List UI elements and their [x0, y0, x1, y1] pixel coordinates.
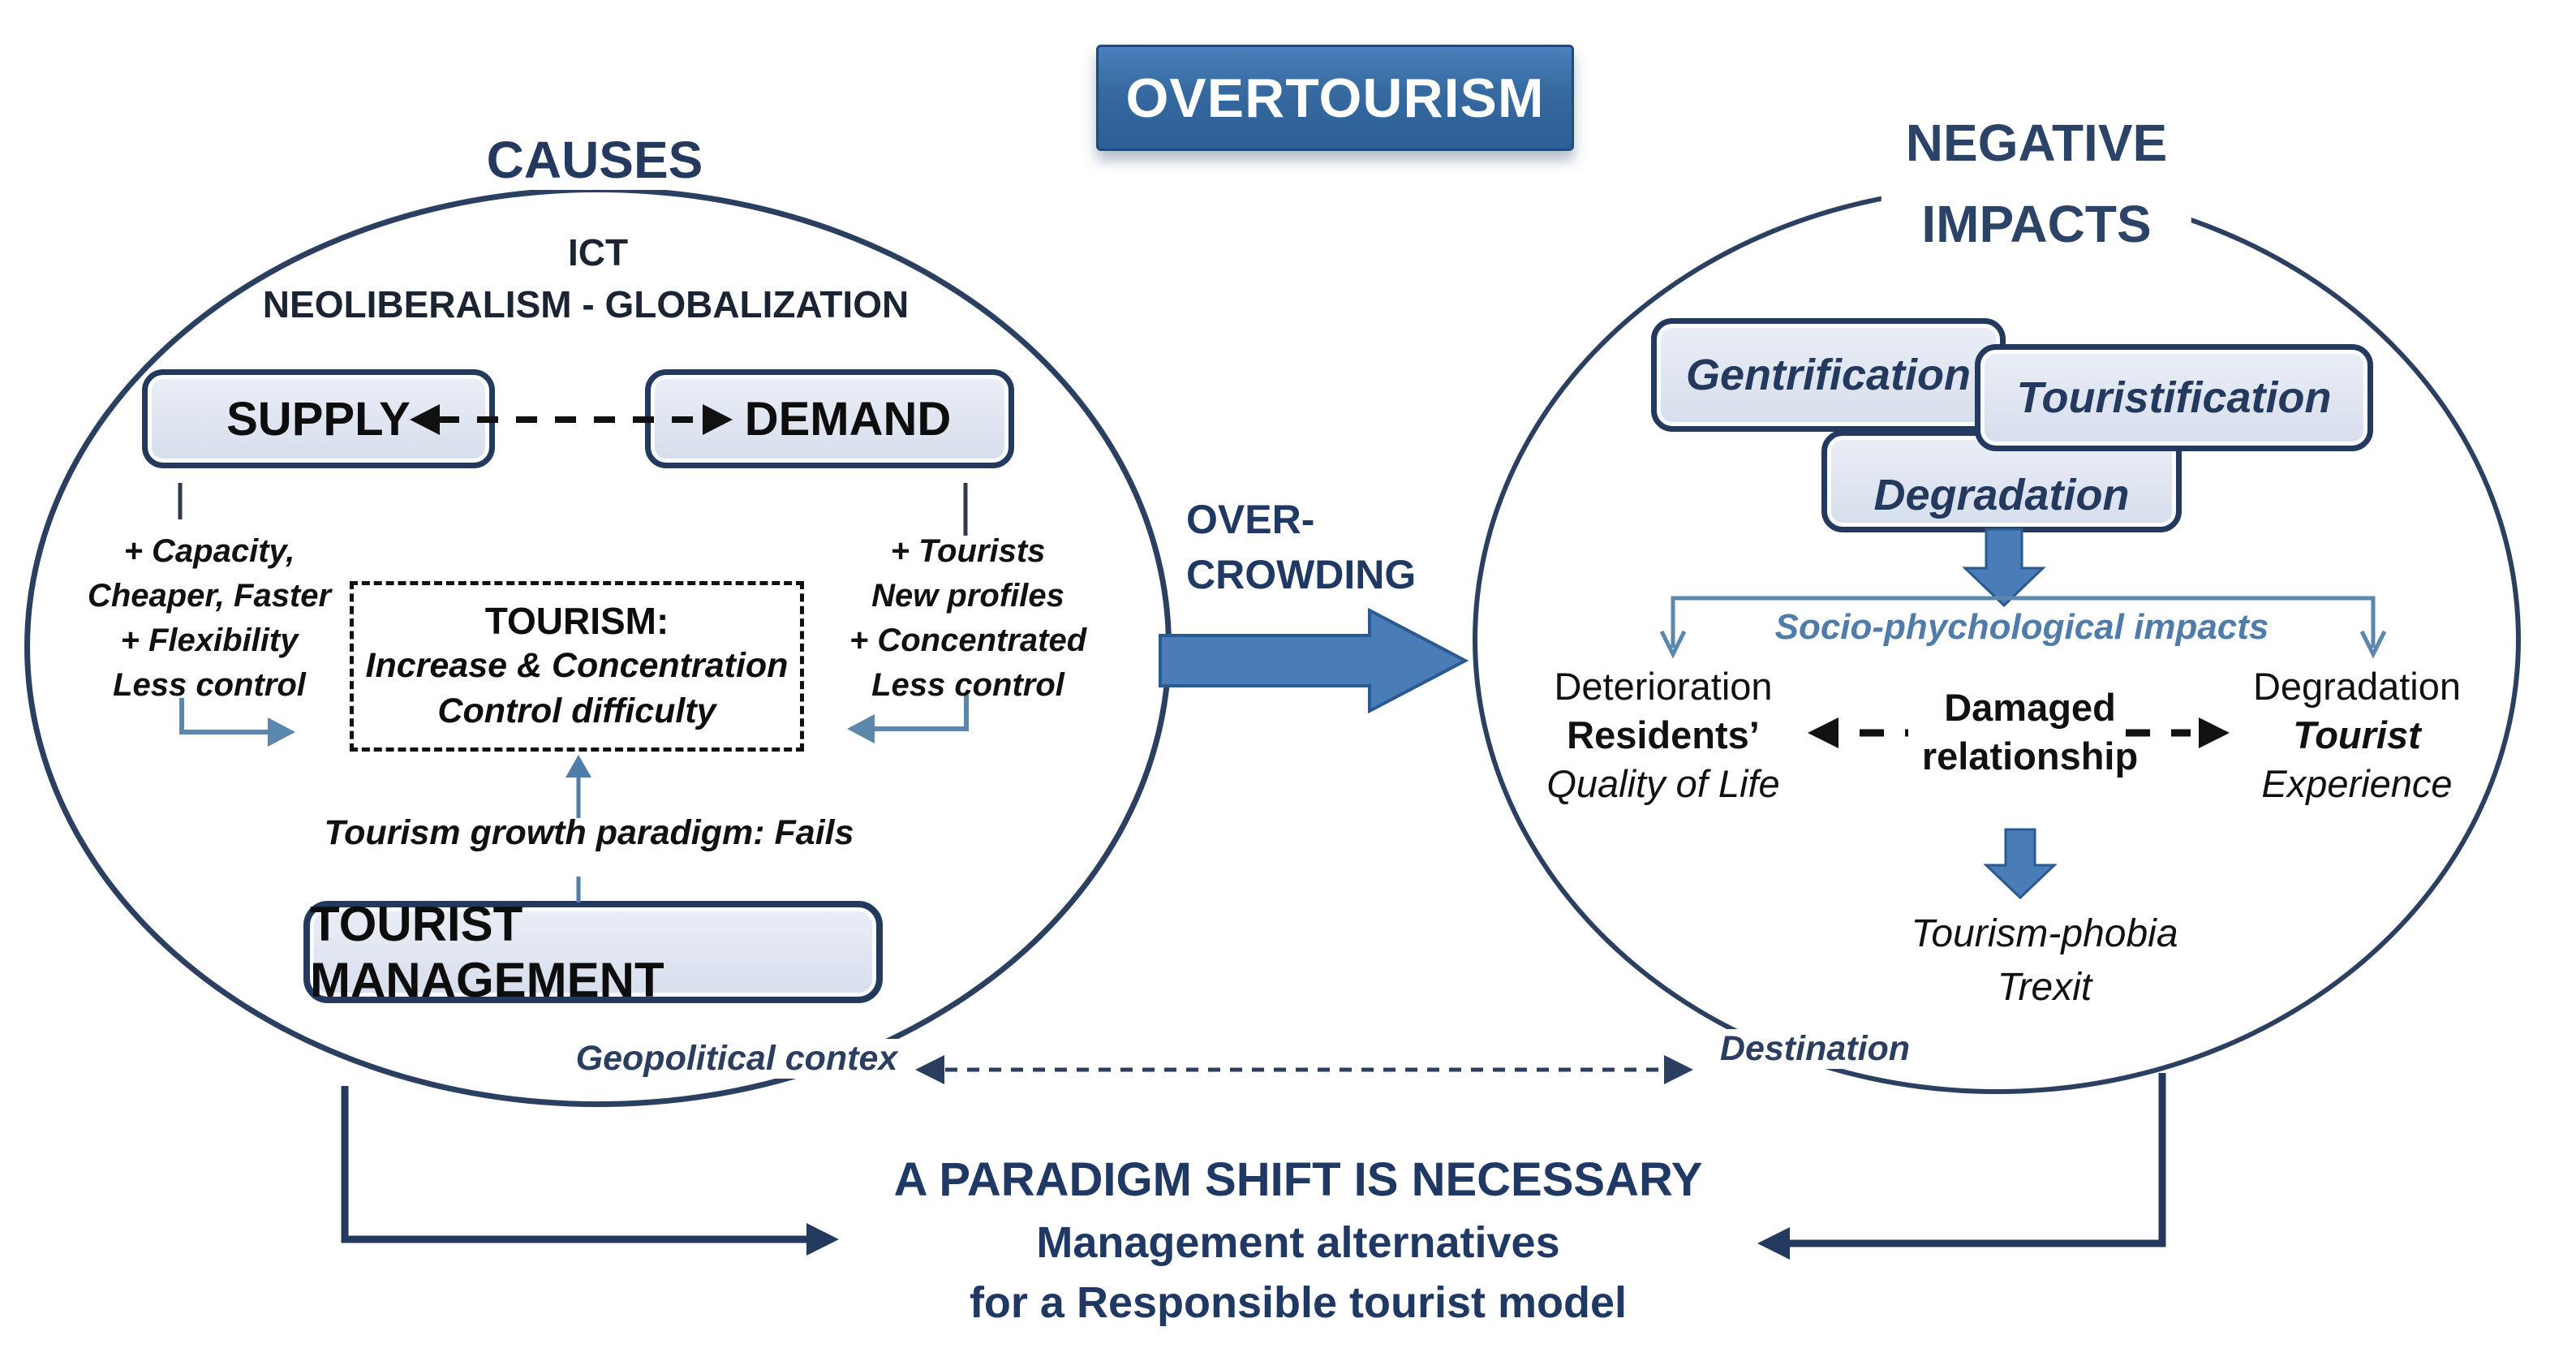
demand-note-line: + Concentrated [849, 623, 1087, 658]
supply-box: SUPPLY [142, 369, 495, 468]
tourist-experience-block: Degradation Tourist Experience [2253, 662, 2461, 808]
phobia-line1: Tourism-phobia [1911, 912, 2178, 955]
impacts-to-conclusion-connector [1757, 1073, 2166, 1260]
overcrowding-arrow [1159, 607, 1469, 714]
residents-impact-block: Deterioration Residents’ Quality of Life [1546, 662, 1779, 808]
damaged-relationship-block: Damaged relationship [1922, 683, 2138, 781]
supply-note-line: + Capacity, [123, 533, 295, 569]
demand-note-line: New profiles [871, 578, 1064, 614]
tourist-management-label: TOURIST MANAGEMENT [310, 897, 664, 1007]
tourism-dashed-box: TOURISM: Increase & Concentration Contro… [350, 581, 804, 752]
geopolitical-context-label: Geopolitical contex [562, 1039, 911, 1079]
degradation-box-label: Degradation [1873, 471, 2130, 519]
destination-label: Destination [1706, 1029, 1924, 1069]
overtourism-banner: OVERTOURISM [1096, 45, 1574, 151]
supply-notes: + Capacity, Cheaper, Faster + Flexibilit… [88, 529, 331, 708]
tourist-line3: Experience [2261, 762, 2453, 805]
touristification-box: Touristification [1975, 344, 2373, 451]
phobia-line2: Trexit [1997, 966, 2092, 1009]
supply-label: SUPPLY [226, 392, 411, 446]
tourist-management-box: TOURIST MANAGEMENT [303, 897, 883, 1007]
residents-line1: Deterioration [1554, 665, 1773, 708]
tourism-box-line: Control difficulty [437, 691, 716, 730]
tourist-line2: Tourist [2293, 713, 2421, 756]
ict-label: ICT [567, 231, 629, 274]
residents-line2: Residents’ [1567, 713, 1760, 756]
tourism-box-line: Increase & Concentration [365, 646, 789, 685]
management-alternatives-line: Management alternatives [1036, 1218, 1560, 1267]
paradigm-fails-label: Tourism growth paradigm: Fails [324, 813, 854, 852]
overtourism-title: OVERTOURISM [1125, 67, 1545, 129]
overcrowding-label: OVER- CROWDING [1186, 492, 1416, 602]
relationship-line2: relationship [1921, 735, 2139, 778]
demand-note-line: Less control [871, 667, 1064, 703]
demand-notes: + Tourists New profiles + Concentrated L… [849, 529, 1086, 708]
residents-line3: Quality of Life [1546, 762, 1780, 805]
causes-title: CAUSES [463, 130, 726, 190]
socio-psychological-label: Socio-phychological impacts [1774, 607, 2269, 647]
causes-to-conclusion-connector [341, 1086, 839, 1256]
negative-impacts-title: NEGATIVE IMPACTS [1881, 102, 2192, 265]
context-destination-dashed-arrow [915, 1055, 1693, 1084]
supply-note-line: Cheaper, Faster [87, 578, 332, 614]
touristification-box-label: Touristification [2016, 373, 2332, 422]
overcrowding-line2: CROWDING [1186, 552, 1417, 597]
overcrowding-line1: OVER- [1186, 497, 1315, 542]
tourism-phobia-block: Tourism-phobia Trexit [1911, 907, 2178, 1015]
tourist-line1: Degradation [2252, 665, 2462, 708]
relationship-line1: Damaged [1944, 686, 2116, 729]
neoliberalism-globalization-label: NEOLIBERALISM - GLOBALIZATION [262, 283, 910, 325]
responsible-model-line: for a Responsible tourist model [969, 1278, 1628, 1327]
tourism-box-title: TOURISM: [484, 600, 669, 642]
supply-note-line: Less control [113, 667, 306, 703]
demand-label: DEMAND [744, 392, 952, 446]
gentrification-box-label: Gentrification [1685, 351, 1972, 399]
supply-note-line: + Flexibility [120, 623, 299, 658]
negative-impacts-line1: NEGATIVE [1905, 114, 2168, 172]
paradigm-shift-headline: A PARADIGM SHIFT IS NECESSARY [893, 1153, 1703, 1206]
demand-box: DEMAND [645, 369, 1014, 468]
negative-impacts-line2: IMPACTS [1921, 195, 2152, 253]
demand-note-line: + Tourists [890, 533, 1046, 569]
gentrification-box: Gentrification [1651, 318, 2006, 432]
